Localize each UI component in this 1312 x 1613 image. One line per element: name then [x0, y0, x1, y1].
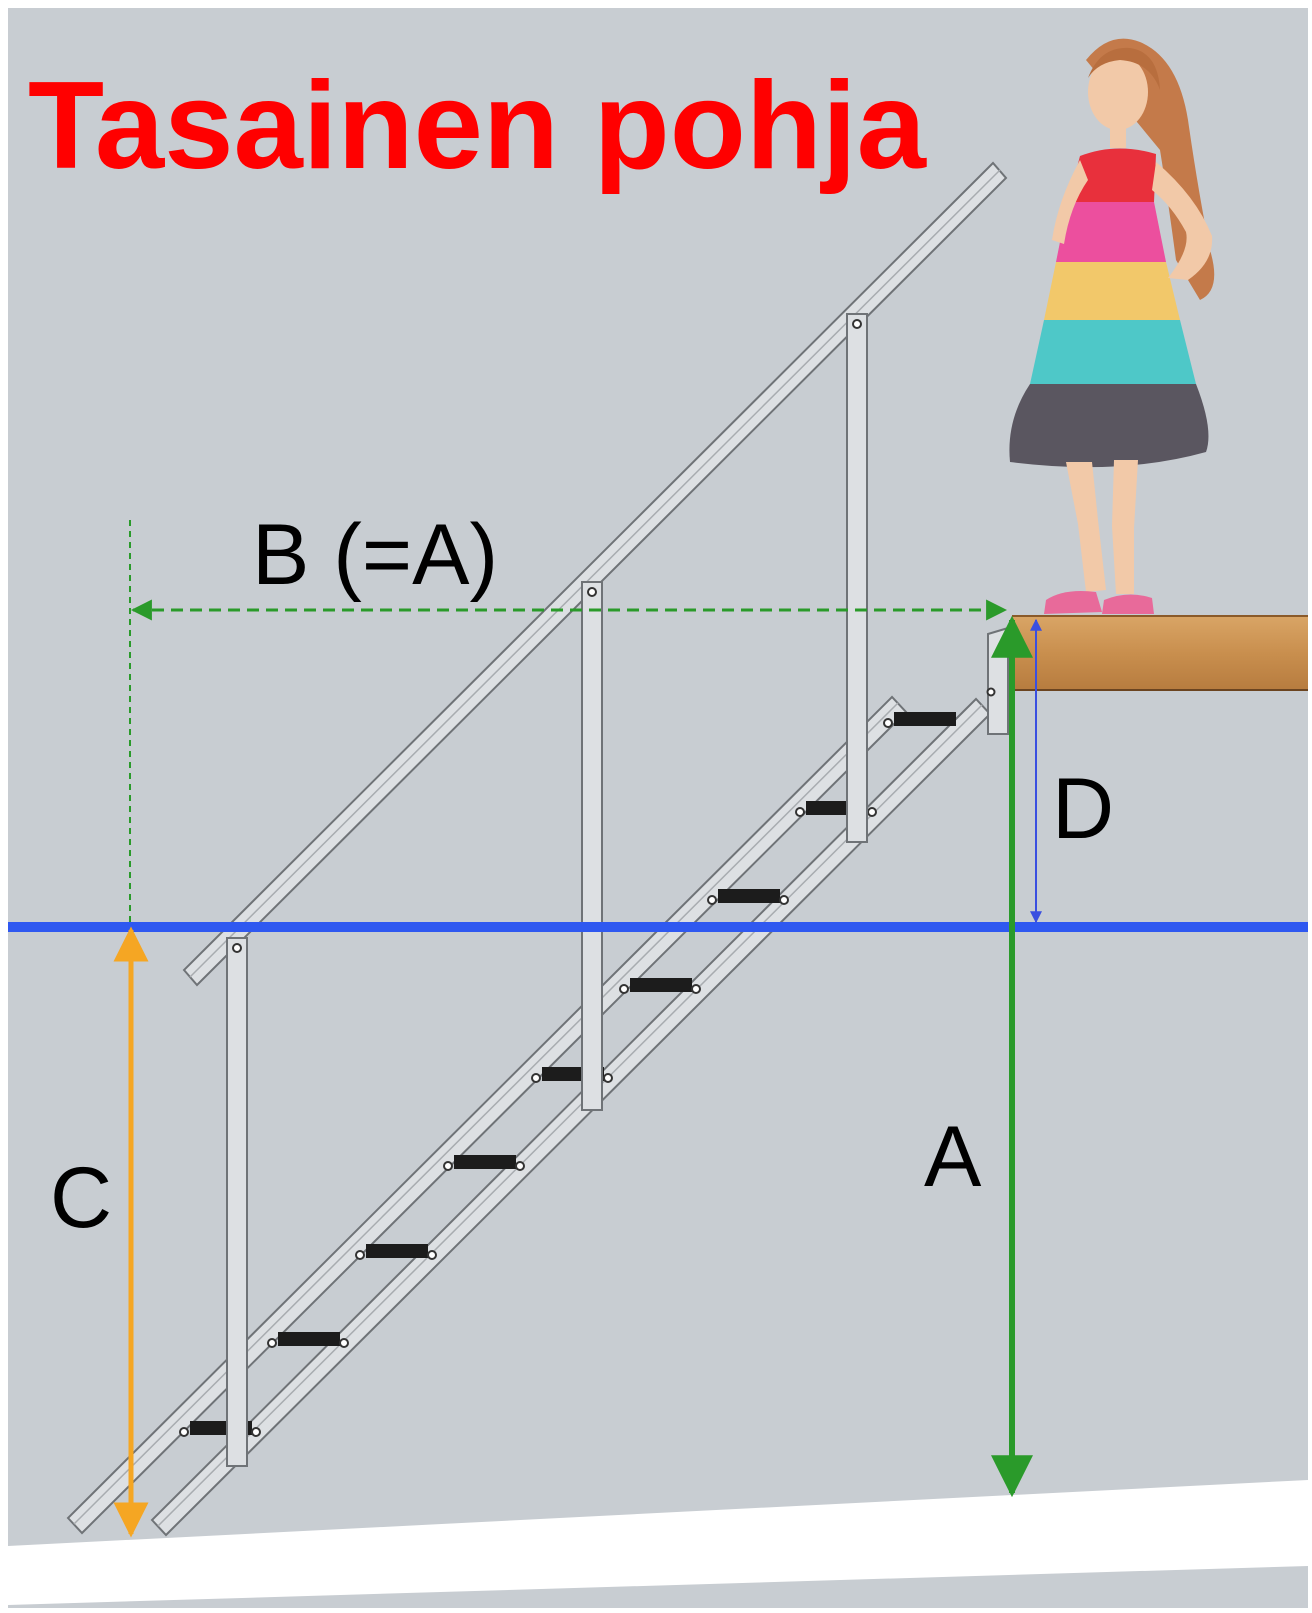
tread [883, 712, 956, 728]
label-c: C [50, 1150, 112, 1246]
handrail [182, 161, 1008, 987]
balusters [226, 313, 868, 1467]
tread [267, 1332, 349, 1348]
girl-in-rainbow-dress-icon [1009, 38, 1215, 614]
stair-stringers [66, 695, 992, 1537]
ground-band [8, 1480, 1308, 1605]
baluster [226, 937, 248, 1467]
baluster [846, 313, 868, 843]
label-a: A [924, 1109, 982, 1205]
diagram-title: Tasainen pohja [28, 57, 927, 195]
tread [355, 1244, 437, 1260]
label-d: D [1052, 761, 1114, 857]
tread [443, 1155, 525, 1171]
baluster [581, 581, 603, 1111]
tread [707, 889, 789, 905]
tread [619, 978, 701, 994]
label-b: B (=A) [252, 507, 498, 603]
deck-platform [1012, 615, 1308, 691]
mounting-bracket [986, 626, 1009, 735]
